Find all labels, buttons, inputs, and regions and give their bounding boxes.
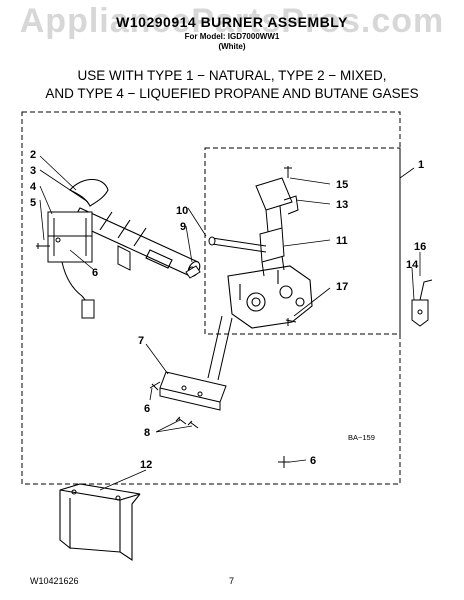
screw-6-mid [149, 381, 161, 391]
callout-6-bottom: 6 [310, 455, 316, 467]
orifice [185, 265, 201, 279]
callout-10: 10 [176, 205, 188, 217]
burner-bracket-plate [117, 245, 131, 271]
screw-17 [285, 318, 297, 326]
callout-13: 13 [336, 199, 348, 211]
callout-15: 15 [336, 179, 348, 191]
screw-15 [284, 166, 292, 178]
leader-lines [39, 155, 421, 491]
valve-outline [204, 147, 401, 335]
callout-1: 1 [418, 159, 424, 171]
support-strut [207, 315, 233, 381]
ignitor-plug [81, 299, 95, 319]
callout-2: 2 [30, 149, 36, 161]
ignitor-bracket [44, 211, 93, 263]
valve-inlet-pipe [211, 237, 267, 253]
screw-6-bottom [278, 456, 290, 468]
valve-coil-upper [255, 177, 299, 233]
callout-12: 12 [140, 459, 152, 471]
page-title: W10290914 BURNER ASSEMBLY [116, 14, 348, 30]
callout-14: 14 [406, 259, 419, 271]
screw-5 [36, 243, 44, 249]
assembly-outline [21, 111, 401, 485]
callout-6-mid: 6 [144, 403, 150, 415]
page-number: 7 [229, 576, 235, 586]
document-number: W10421626 [30, 576, 79, 586]
mounting-bracket [159, 371, 227, 411]
callout-11: 11 [336, 235, 348, 247]
callout-7: 7 [138, 335, 144, 347]
usage-line-2: AND TYPE 4 − LIQUEFIED PROPANE AND BUTAN… [45, 86, 419, 101]
callout-3: 3 [30, 165, 36, 177]
gas-valve [227, 265, 313, 329]
model-subtitle: For Model: IGD7000WW1 [184, 32, 280, 41]
reference-code: BA−159 [348, 433, 375, 442]
callout-16: 16 [414, 241, 426, 253]
valve-coil-lower [259, 227, 285, 277]
usage-line-1: USE WITH TYPE 1 − NATURAL, TYPE 2 − MIXE… [77, 68, 387, 83]
callout-6: 6 [92, 267, 98, 279]
callout-4: 4 [30, 181, 37, 193]
watermark: AppliancePartsPros.com [19, 2, 445, 40]
callout-8: 8 [144, 427, 150, 439]
color-label: (White) [218, 42, 246, 51]
callout-9: 9 [180, 221, 186, 233]
base-bracket [59, 483, 141, 562]
screws-8 [175, 416, 199, 429]
callout-17: 17 [336, 281, 348, 293]
sensor-clip [411, 279, 433, 327]
callout-5: 5 [30, 197, 36, 209]
flame-spreader [69, 178, 109, 207]
